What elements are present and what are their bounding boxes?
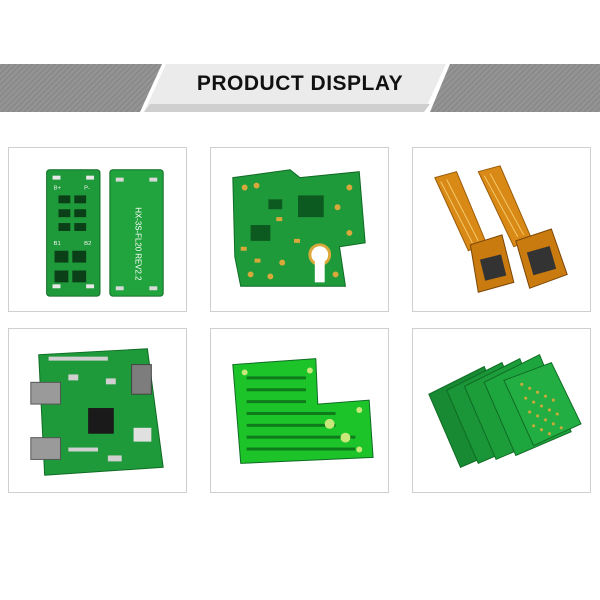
page-title: PRODUCT DISPLAY xyxy=(196,72,404,95)
flex-pcb-photo xyxy=(434,165,568,293)
perfboard-stack-photo xyxy=(428,354,582,468)
svg-text:B+: B+ xyxy=(54,185,62,191)
svg-text:P-: P- xyxy=(84,185,90,191)
product-card-bare-pcb[interactable] xyxy=(210,328,389,493)
silkscreen-label: HX-3S-FL20 REV2.2 xyxy=(134,207,143,280)
svg-text:B1: B1 xyxy=(54,241,61,247)
header-banner xyxy=(0,64,600,112)
bms-board-photo: B+ P- B1 B2 HX-3S-FL20 REV2.2 xyxy=(46,169,164,297)
product-card-bms-board[interactable]: B+ P- B1 B2 HX-3S-FL20 REV2.2 xyxy=(8,147,187,312)
product-card-perfboard[interactable] xyxy=(412,328,591,493)
product-card-pcb-cutout[interactable] xyxy=(210,147,389,312)
bare-pcb-photo xyxy=(232,358,374,464)
ethernet-board-photo xyxy=(30,348,164,476)
product-card-ethernet-board[interactable] xyxy=(8,328,187,493)
svg-text:B2: B2 xyxy=(84,241,91,247)
pcb-cutout-photo xyxy=(232,169,366,287)
product-card-flex-pcb[interactable] xyxy=(412,147,591,312)
